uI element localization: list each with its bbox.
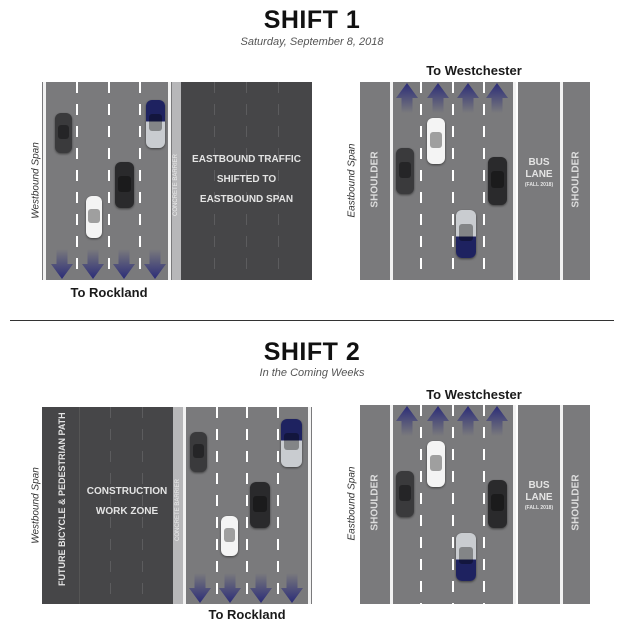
suv-icon	[427, 441, 445, 487]
direction-to-rockland: To Rockland	[70, 285, 148, 300]
arrow-down-icon	[219, 573, 241, 603]
shift2-eastbound-span: SHOULDER BUS LANE (FALL 2018) SHOULDER	[360, 405, 590, 604]
pickup-truck-icon	[456, 533, 476, 581]
suv-icon	[250, 482, 270, 528]
arrow-down-icon	[113, 249, 135, 279]
suv-icon	[115, 162, 134, 208]
barrier-label: CONCRETE BARRIER	[175, 479, 181, 542]
pickup-truck-icon	[146, 100, 165, 148]
suv-icon	[488, 480, 507, 528]
work-zone-line: CONSTRUCTION	[86, 486, 168, 497]
work-zone-line: WORK ZONE	[95, 506, 159, 517]
arrow-up-icon	[396, 406, 418, 436]
arrow-up-icon	[486, 83, 508, 113]
bus-lane-note: (FALL 2018)	[524, 505, 554, 511]
arrow-down-icon	[51, 249, 73, 279]
suv-icon	[488, 157, 507, 205]
bus-lane-text: LANE	[525, 169, 553, 180]
pickup-truck-icon	[281, 419, 302, 467]
car-icon	[55, 113, 72, 153]
eastbound-span-label: Eastbound Span	[346, 466, 358, 541]
section-divider	[10, 320, 614, 321]
direction-to-westchester: To Westchester	[426, 387, 522, 402]
eastbound-shift-note: EASTBOUND TRAFFIC SHIFTED TO EASTBOUND S…	[181, 150, 312, 210]
concrete-barrier: CONCRETE BARRIER	[173, 407, 183, 604]
bus-lane-label: BUS LANE (FALL 2018)	[518, 157, 560, 190]
note-line: SHIFTED TO	[216, 174, 277, 185]
car-icon	[396, 471, 414, 517]
car-icon	[221, 516, 238, 556]
arrow-up-icon	[396, 83, 418, 113]
shift1-eastbound-span: SHOULDER BUS LANE (FALL 2018) SHOULDER	[360, 82, 590, 280]
direction-to-rockland: To Rockland	[208, 607, 286, 622]
note-line: EASTBOUND SPAN	[199, 194, 294, 205]
direction-to-westchester: To Westchester	[426, 63, 522, 78]
car-icon	[396, 148, 414, 194]
shift2-subtitle: In the Coming Weeks	[259, 367, 365, 379]
shift1-title: SHIFT 1	[263, 6, 361, 34]
shoulder-left-label: SHOULDER	[369, 474, 381, 531]
arrow-up-icon	[486, 406, 508, 436]
note-line: EASTBOUND TRAFFIC	[192, 154, 301, 165]
arrow-down-icon	[250, 573, 272, 603]
arrow-up-icon	[457, 83, 479, 113]
shoulder-right-label: SHOULDER	[570, 474, 582, 531]
bus-lane-note: (FALL 2018)	[524, 182, 554, 188]
work-zone-label: CONSTRUCTION WORK ZONE	[62, 482, 192, 522]
arrow-up-icon	[457, 406, 479, 436]
westbound-span-label: Westbound Span	[30, 467, 42, 544]
concrete-barrier: CONCRETE BARRIER	[172, 82, 181, 280]
bus-lane-text: LANE	[525, 492, 553, 503]
arrow-down-icon	[189, 573, 211, 603]
arrow-down-icon	[82, 249, 104, 279]
shoulder-right-label: SHOULDER	[570, 151, 582, 208]
shift1-westbound-span: CONCRETE BARRIER EASTBOUND TRAFFIC SHIFT…	[42, 82, 312, 280]
shift2-title: SHIFT 2	[263, 338, 361, 366]
shift1-subtitle: Saturday, September 8, 2018	[240, 36, 384, 48]
shift2-westbound-span: FUTURE BICYCLE & PEDESTRIAN PATH CONSTRU…	[42, 407, 312, 604]
bus-lane-text: BUS	[528, 480, 550, 491]
shoulder-left-label: SHOULDER	[369, 151, 381, 208]
arrow-down-icon	[144, 249, 166, 279]
eastbound-span-label: Eastbound Span	[346, 143, 358, 218]
car-icon	[86, 196, 102, 238]
bus-lane-text: BUS	[528, 157, 550, 168]
pickup-truck-icon	[456, 210, 476, 258]
arrow-up-icon	[427, 406, 449, 436]
westbound-span-label: Westbound Span	[30, 142, 42, 219]
arrow-up-icon	[427, 83, 449, 113]
bus-lane-label: BUS LANE (FALL 2018)	[518, 480, 560, 513]
arrow-down-icon	[281, 573, 303, 603]
suv-icon	[427, 118, 445, 164]
car-icon	[190, 432, 207, 472]
barrier-label: CONCRETE BARRIER	[173, 154, 179, 217]
